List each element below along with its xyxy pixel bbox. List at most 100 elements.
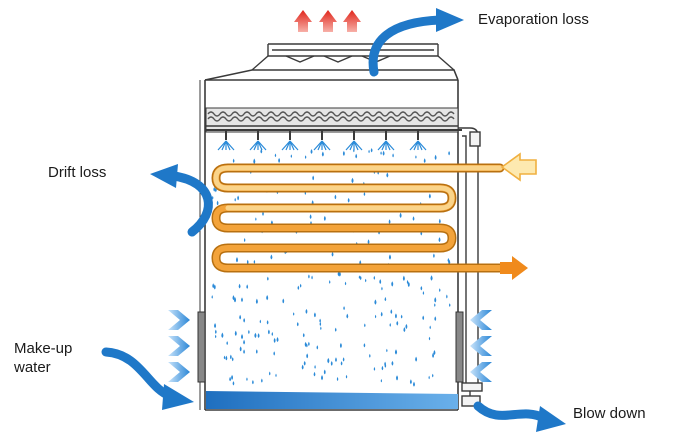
droplet xyxy=(278,157,281,163)
droplet xyxy=(423,158,426,163)
droplet xyxy=(297,285,300,290)
droplet xyxy=(257,333,260,338)
makeup-water-label-line2: water xyxy=(14,359,51,376)
curved-arrow-icon xyxy=(473,401,566,432)
droplet xyxy=(432,373,434,378)
droplet xyxy=(386,348,388,353)
droplet xyxy=(305,308,308,314)
droplet xyxy=(252,379,254,385)
droplet xyxy=(368,149,370,154)
basin-water xyxy=(206,391,458,409)
curved-arrow-icon xyxy=(150,164,213,237)
droplet xyxy=(329,280,331,284)
droplet xyxy=(213,187,216,192)
droplet xyxy=(214,322,217,329)
droplet xyxy=(266,320,269,325)
droplet xyxy=(312,175,315,181)
droplet xyxy=(313,312,316,318)
droplet xyxy=(338,271,341,277)
droplet xyxy=(211,195,214,200)
droplet xyxy=(296,321,299,327)
fan-cowl xyxy=(251,43,455,71)
droplet xyxy=(214,329,217,334)
droplet xyxy=(384,361,386,367)
droplet xyxy=(379,279,382,285)
hot-air-arrows xyxy=(294,10,361,32)
spray-nozzle-icon xyxy=(217,130,235,151)
droplet xyxy=(400,314,403,319)
droplet xyxy=(399,212,402,218)
droplet xyxy=(391,281,394,287)
drift-eliminator xyxy=(205,107,459,133)
droplet xyxy=(237,195,240,201)
droplet xyxy=(428,193,431,199)
droplet xyxy=(335,357,337,363)
droplet xyxy=(434,303,436,307)
droplet xyxy=(396,320,399,326)
droplet xyxy=(365,278,367,283)
droplet xyxy=(243,349,245,354)
droplet xyxy=(255,349,258,354)
droplet xyxy=(407,281,410,288)
droplet xyxy=(255,217,257,221)
droplet xyxy=(449,303,451,307)
droplet xyxy=(380,311,383,317)
droplet xyxy=(266,294,269,301)
droplet xyxy=(268,371,271,376)
up-arrow-icon xyxy=(343,10,361,32)
droplet xyxy=(432,352,435,358)
droplet xyxy=(406,280,409,285)
droplet xyxy=(221,332,224,338)
droplet xyxy=(434,154,437,160)
droplet xyxy=(223,355,226,360)
droplet xyxy=(273,337,276,343)
droplet xyxy=(246,284,249,289)
droplet xyxy=(323,369,326,375)
droplet xyxy=(374,314,377,319)
droplet xyxy=(392,153,394,158)
droplet xyxy=(302,332,305,338)
droplet xyxy=(239,314,242,320)
chevron-arrow-icon xyxy=(168,310,190,330)
drift-loss-label: Drift loss xyxy=(48,164,107,181)
droplet xyxy=(334,194,337,200)
droplet xyxy=(229,376,231,382)
droplet xyxy=(213,284,216,290)
droplet xyxy=(233,296,237,303)
droplet xyxy=(381,286,383,291)
droplet xyxy=(405,323,408,330)
droplet xyxy=(347,197,350,203)
droplet xyxy=(226,341,228,346)
droplet xyxy=(301,364,304,370)
droplet xyxy=(290,154,293,158)
droplet xyxy=(225,355,228,361)
droplet xyxy=(370,148,373,153)
droplet xyxy=(384,296,387,302)
droplet xyxy=(304,155,307,159)
droplet xyxy=(253,158,256,164)
droplet xyxy=(394,349,398,355)
droplet xyxy=(243,318,246,323)
droplet xyxy=(241,297,243,303)
droplet xyxy=(334,327,337,332)
droplet xyxy=(430,275,433,281)
droplet xyxy=(231,357,234,362)
droplet xyxy=(380,378,383,383)
droplet xyxy=(428,375,430,380)
droplet xyxy=(433,253,435,258)
droplet xyxy=(261,378,263,383)
droplet xyxy=(381,365,384,371)
droplet xyxy=(412,381,415,387)
droplet xyxy=(422,291,425,295)
droplet xyxy=(260,148,263,154)
spray-nozzle-icon xyxy=(281,130,299,151)
up-arrow-icon xyxy=(319,10,337,32)
droplet xyxy=(438,237,441,243)
droplet xyxy=(343,306,345,311)
droplet xyxy=(448,151,450,156)
droplet xyxy=(320,326,322,331)
droplet xyxy=(234,330,237,336)
droplet xyxy=(388,219,391,224)
droplet xyxy=(308,341,310,346)
droplet xyxy=(359,275,362,281)
